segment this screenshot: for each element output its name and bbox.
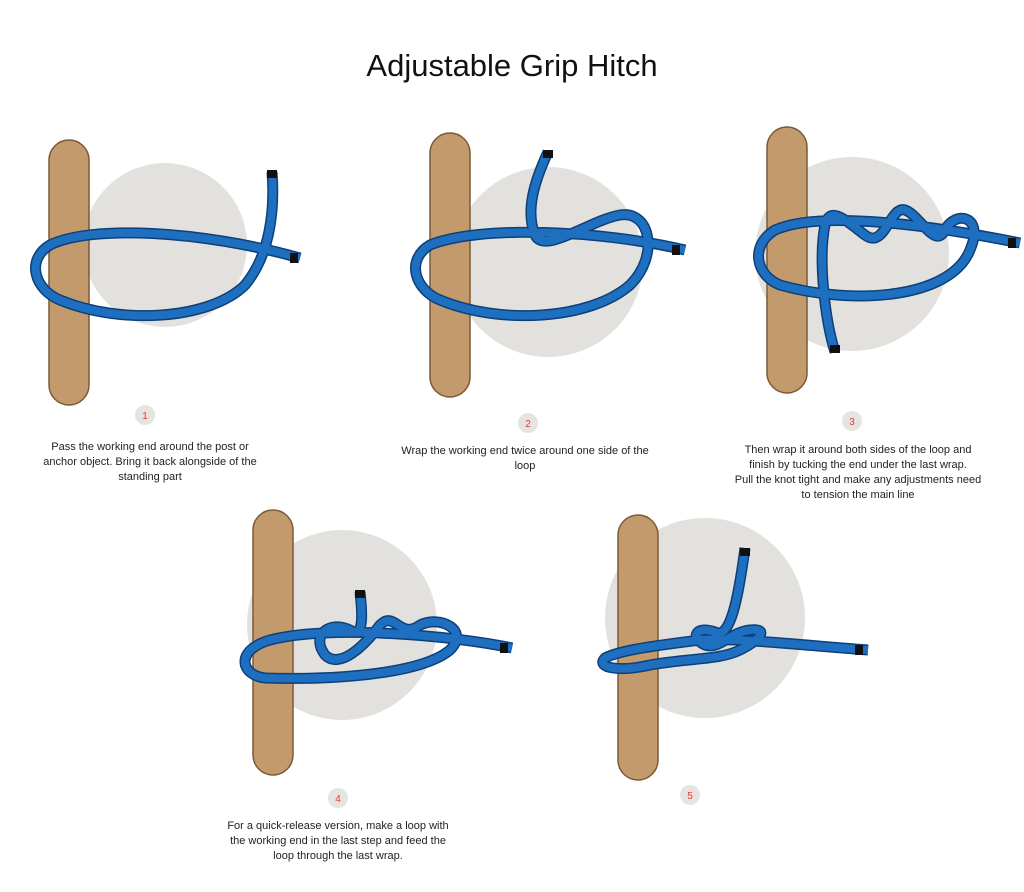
rope-end-4b [355, 590, 365, 598]
page-title: Adjustable Grip Hitch [366, 48, 658, 83]
svg-text:5: 5 [687, 791, 693, 802]
caption-line: loop [514, 460, 536, 472]
svg-text:4: 4 [335, 794, 341, 805]
svg-text:3: 3 [849, 417, 855, 428]
rope-end-5 [855, 645, 863, 655]
backdrop-2 [453, 167, 643, 357]
caption-line: Pass the working end around the post or [51, 441, 249, 453]
rope-end-3b [830, 345, 840, 353]
step-badge-5: 5 [680, 785, 700, 805]
rope-end-2 [672, 245, 680, 255]
caption-line: to tension the main line [801, 489, 915, 501]
rope-end-3 [1008, 238, 1016, 248]
caption-line: For a quick-release version, make a loop… [227, 820, 449, 832]
caption-line: Wrap the working end twice around one si… [401, 445, 649, 457]
rope-4 [239, 591, 514, 684]
svg-text:1: 1 [142, 411, 148, 422]
rope-end-1 [290, 253, 298, 263]
backdrop-1 [83, 163, 247, 327]
rope-end-4 [500, 643, 508, 653]
step-badge-1: 1 [135, 405, 155, 425]
caption-line: Then wrap it around both sides of the lo… [744, 444, 972, 456]
step-badge-3: 3 [842, 411, 862, 431]
step-caption-1: Pass the working end around the post or … [20, 440, 280, 485]
step-badge-2: 2 [518, 413, 538, 433]
post-2 [429, 132, 471, 398]
step-caption-2: Wrap the working end twice around one si… [375, 444, 675, 474]
caption-line: standing part [118, 471, 182, 483]
step-badge-4: 4 [328, 788, 348, 808]
post-3 [766, 126, 808, 394]
rope-end-1b [267, 170, 277, 178]
step-caption-3: Then wrap it around both sides of the lo… [713, 443, 1003, 503]
caption-line: Pull the knot tight and make any adjustm… [734, 474, 982, 486]
rope-2 [410, 149, 687, 322]
svg-text:2: 2 [525, 419, 531, 430]
post-1 [48, 139, 90, 406]
caption-line: the working end in the last step and fee… [230, 835, 446, 847]
caption-line: anchor object. Bring it back alongside o… [43, 456, 257, 468]
rope-1 [30, 171, 302, 322]
rope-end-2b [543, 150, 553, 158]
step-caption-4: For a quick-release version, make a loop… [208, 819, 468, 864]
rope-end-5b [740, 548, 750, 556]
caption-line: loop through the last wrap. [273, 850, 403, 862]
rope-5 [597, 547, 869, 675]
rope-3 [753, 204, 1022, 354]
caption-line: finish by tucking the end under the last… [749, 459, 967, 471]
